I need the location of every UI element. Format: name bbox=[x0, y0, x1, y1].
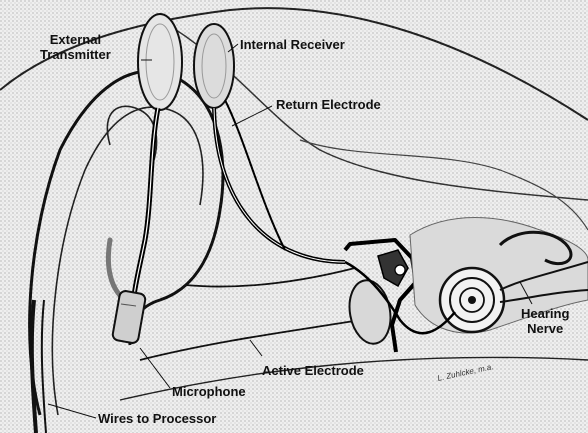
internal-receiver bbox=[194, 24, 234, 108]
label-return-electrode: Return Electrode bbox=[276, 97, 381, 112]
label-microphone: Microphone bbox=[172, 384, 246, 399]
label-hearing-nerve-line1: Hearing bbox=[521, 306, 569, 321]
label-wires-to-processor: Wires to Processor bbox=[98, 411, 216, 426]
label-external-transmitter-line1: External bbox=[40, 32, 111, 47]
label-hearing-nerve-line2: Nerve bbox=[521, 321, 569, 336]
label-internal-receiver: Internal Receiver bbox=[240, 37, 345, 52]
label-external-transmitter-line2: Transmitter bbox=[40, 47, 111, 62]
cochlea-icon bbox=[440, 268, 504, 332]
label-active-electrode: Active Electrode bbox=[262, 363, 364, 378]
stapes bbox=[395, 265, 405, 275]
label-hearing-nerve: Hearing Nerve bbox=[521, 306, 569, 336]
label-external-transmitter: External Transmitter bbox=[40, 32, 111, 62]
external-transmitter bbox=[138, 14, 182, 110]
